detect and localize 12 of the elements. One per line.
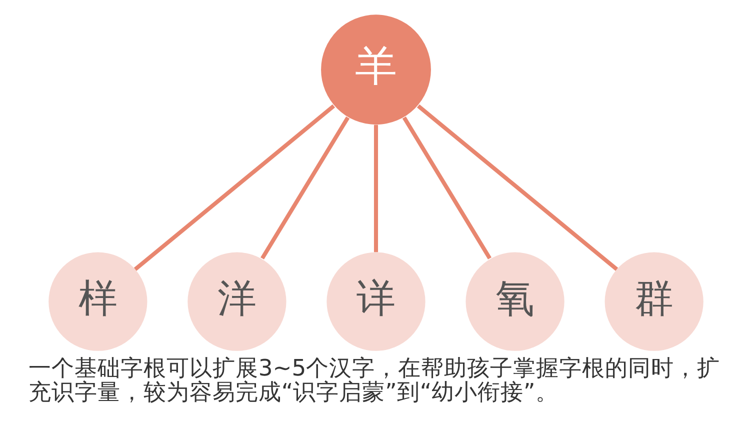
node-circle: 群 (604, 252, 703, 351)
connector (133, 104, 335, 271)
connector (373, 124, 378, 252)
node-circle: 洋 (187, 252, 286, 351)
node-circle: 样 (48, 252, 147, 351)
connector (416, 104, 618, 271)
caption: 一个基础字根可以扩展3~5个汉字，在帮助孩子掌握字根的同时，扩充识字量，较为容易完成“识字启蒙”到“幼小衔接”。 (28, 355, 720, 406)
connector (260, 116, 350, 260)
node-circle: 详 (326, 252, 425, 351)
node-circle: 氧 (465, 252, 564, 351)
connector (402, 116, 491, 260)
node-circle: 羊 (320, 14, 430, 125)
